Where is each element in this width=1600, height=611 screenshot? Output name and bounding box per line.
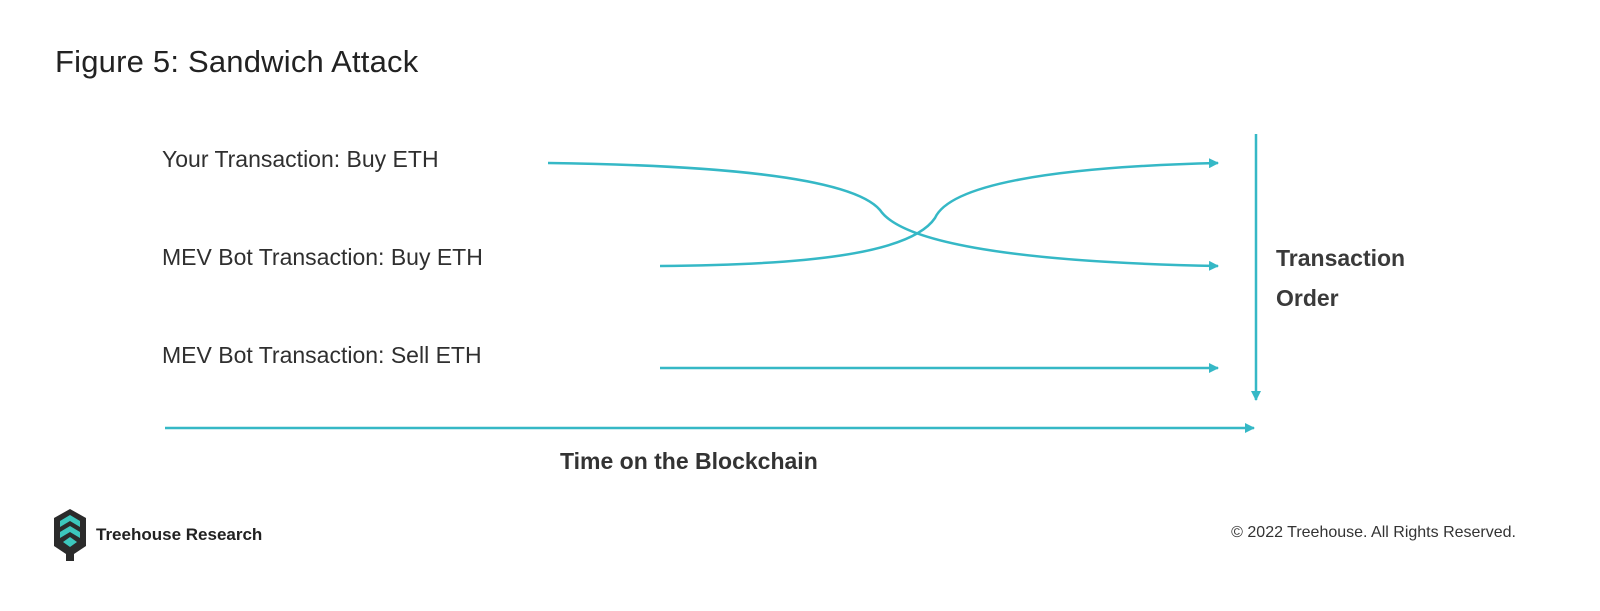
brand-name: Treehouse Research xyxy=(96,525,263,544)
treehouse-logo-icon xyxy=(54,509,86,561)
transaction-order-label-line2: Order xyxy=(1276,285,1339,311)
label-your-transaction: Your Transaction: Buy ETH xyxy=(162,146,439,172)
your-transaction-path xyxy=(547,161,1219,271)
figure-title: Figure 5: Sandwich Attack xyxy=(55,44,419,79)
transaction-order-label-line1: Transaction xyxy=(1276,245,1406,271)
label-mev-buy-transaction: MEV Bot Transaction: Buy ETH xyxy=(162,244,483,270)
brand: Treehouse Research xyxy=(54,509,262,561)
transaction-order-label: Transaction Order xyxy=(1276,238,1405,318)
label-mev-sell-transaction: MEV Bot Transaction: Sell ETH xyxy=(162,342,482,368)
time-axis-label: Time on the Blockchain xyxy=(560,448,818,474)
mev-buy-path xyxy=(659,158,1219,268)
copyright-notice: © 2022 Treehouse. All Rights Reserved. xyxy=(1231,524,1516,541)
